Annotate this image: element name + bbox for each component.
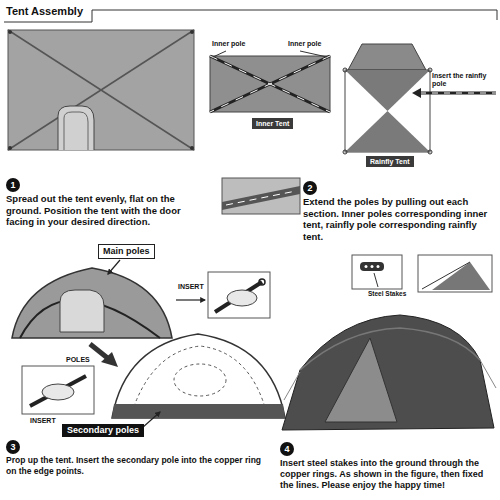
pole-picture-band bbox=[222, 186, 300, 210]
pointer-arrow bbox=[108, 260, 120, 274]
rainfly-body bbox=[345, 70, 430, 152]
action-label: INSERT bbox=[178, 283, 204, 291]
rainfly-panel bbox=[345, 70, 430, 111]
rainfly-roof bbox=[348, 44, 426, 70]
tent-floor bbox=[8, 30, 194, 150]
pole-tag: Main poles bbox=[98, 244, 155, 259]
inner-pole bbox=[210, 56, 330, 112]
part-label: Inner pole bbox=[212, 40, 245, 48]
hand bbox=[42, 384, 74, 400]
inner-pole bbox=[210, 56, 330, 112]
pole-picture bbox=[222, 178, 300, 214]
leader-line bbox=[213, 51, 226, 57]
corner-ring bbox=[8, 146, 12, 150]
stake-hole bbox=[371, 265, 374, 268]
step-number: 1 bbox=[6, 178, 20, 192]
corner-ring bbox=[343, 68, 347, 72]
hand bbox=[227, 290, 257, 306]
part-label: Inner pole bbox=[288, 40, 321, 48]
pole bbox=[215, 282, 262, 312]
pole-segments bbox=[210, 56, 330, 112]
tent-tag: Inner Tent bbox=[252, 118, 293, 129]
step-number: 3 bbox=[6, 440, 20, 454]
stake-inset bbox=[352, 255, 402, 289]
pole bbox=[30, 376, 86, 406]
step-text: Extend the poles by pulling out each sec… bbox=[303, 196, 496, 242]
corner-ring bbox=[190, 146, 194, 150]
stake-hole bbox=[377, 265, 380, 268]
title-rule bbox=[92, 10, 93, 22]
door-zip bbox=[64, 112, 88, 150]
copper-ring bbox=[259, 279, 265, 285]
corner-ring bbox=[8, 30, 12, 34]
pointer-arrow bbox=[176, 299, 205, 300]
corner-ring bbox=[428, 150, 432, 154]
step-digit: 1 bbox=[10, 180, 15, 190]
step-text: Prop up the tent. Insert the secondary p… bbox=[6, 455, 268, 476]
flow-arrow-head bbox=[101, 352, 118, 367]
tent-corner bbox=[432, 262, 490, 290]
tag-text: Inner Tent bbox=[256, 119, 289, 128]
floor-diagonal bbox=[8, 30, 194, 150]
title-rule bbox=[4, 22, 92, 23]
guy-line bbox=[284, 372, 300, 400]
hand-inset bbox=[208, 272, 270, 318]
part-label: POLES bbox=[66, 356, 90, 364]
tag-text: Secondary poles bbox=[67, 425, 139, 436]
hand-inset bbox=[22, 366, 94, 414]
corner-ring bbox=[343, 150, 347, 154]
pole-segments bbox=[226, 191, 296, 205]
note: Insert the rainfly pole bbox=[432, 72, 496, 88]
leader-line bbox=[300, 51, 327, 57]
tag-text: Rainfly Tent bbox=[370, 157, 410, 166]
pole-segments bbox=[210, 56, 330, 112]
tent-tag: Rainfly Tent bbox=[366, 156, 414, 167]
tag-text: Main poles bbox=[103, 246, 150, 257]
guy-line bbox=[480, 360, 496, 388]
tent-band bbox=[112, 404, 285, 418]
title-rule bbox=[497, 10, 498, 20]
tent-door bbox=[174, 364, 226, 396]
door-outline bbox=[58, 106, 94, 150]
tent-door bbox=[60, 290, 104, 332]
leader-line bbox=[374, 273, 378, 287]
corner-ring bbox=[190, 30, 194, 34]
guy-line bbox=[422, 262, 470, 289]
pole-tag: Secondary poles bbox=[62, 424, 144, 437]
tent-door bbox=[325, 338, 397, 422]
title: Tent Assembly bbox=[6, 5, 83, 17]
pole-segments bbox=[420, 93, 496, 94]
rainfly-edge bbox=[300, 328, 480, 370]
step-number: 2 bbox=[303, 181, 317, 195]
corner-ring bbox=[428, 68, 432, 72]
pitched-tent bbox=[282, 315, 494, 430]
action-label: INSERT bbox=[30, 417, 56, 425]
title-rule bbox=[92, 10, 497, 11]
insert-arrow bbox=[412, 88, 421, 98]
pointer-arrow bbox=[142, 412, 160, 428]
step-digit: 3 bbox=[10, 442, 15, 452]
step-digit: 4 bbox=[284, 444, 289, 454]
inner-tent bbox=[210, 56, 330, 112]
tent-dome bbox=[112, 334, 285, 418]
rainfly-panel bbox=[345, 111, 430, 152]
corner-inset bbox=[418, 255, 492, 292]
step-digit: 2 bbox=[307, 183, 312, 193]
rainfly-pole bbox=[420, 92, 496, 95]
steel-stake bbox=[360, 262, 384, 271]
floor-diagonal bbox=[8, 30, 194, 150]
tent-dome bbox=[12, 268, 172, 338]
stake-hole bbox=[365, 265, 368, 268]
part-label: Steel Stakes bbox=[368, 290, 406, 298]
step-number: 4 bbox=[280, 442, 294, 456]
step-text: Insert steel stakes into the ground thro… bbox=[280, 458, 495, 491]
step-text: Spread out the tent evenly, flat on the … bbox=[6, 193, 204, 228]
